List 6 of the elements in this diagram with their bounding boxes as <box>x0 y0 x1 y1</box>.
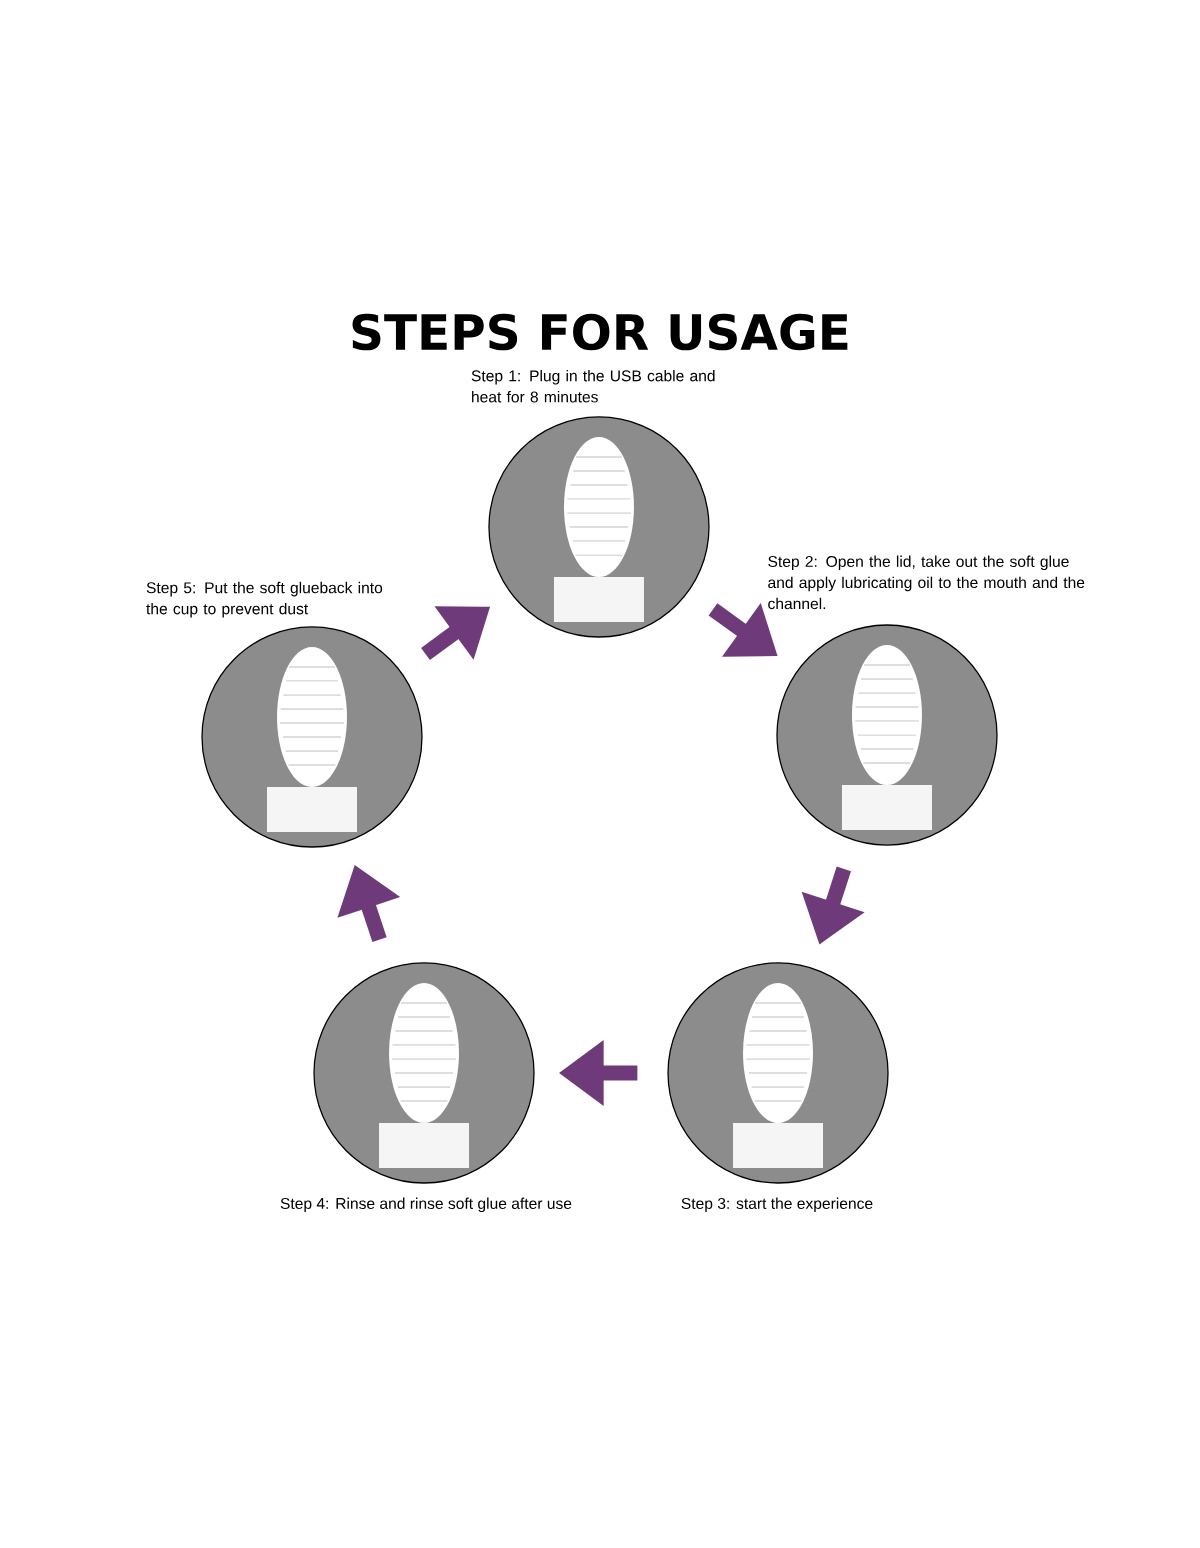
title: STEPS FOR USAGE <box>352 313 848 351</box>
step-caption: Step 3: start the experience <box>681 1197 873 1213</box>
step-caption: Step 4: Rinse and rinse soft glue after use <box>280 1197 572 1213</box>
step-caption: Step 1: Plug in the USB cable and heat for 8 minutes <box>471 369 715 403</box>
step-caption: Step 2: Open the lid, take out the soft glue and apply lubricating oil to the mouth and the channel. <box>768 555 1085 610</box>
step-caption: Step 5: Put the soft glueback into the cup to prevent dust <box>146 581 383 618</box>
